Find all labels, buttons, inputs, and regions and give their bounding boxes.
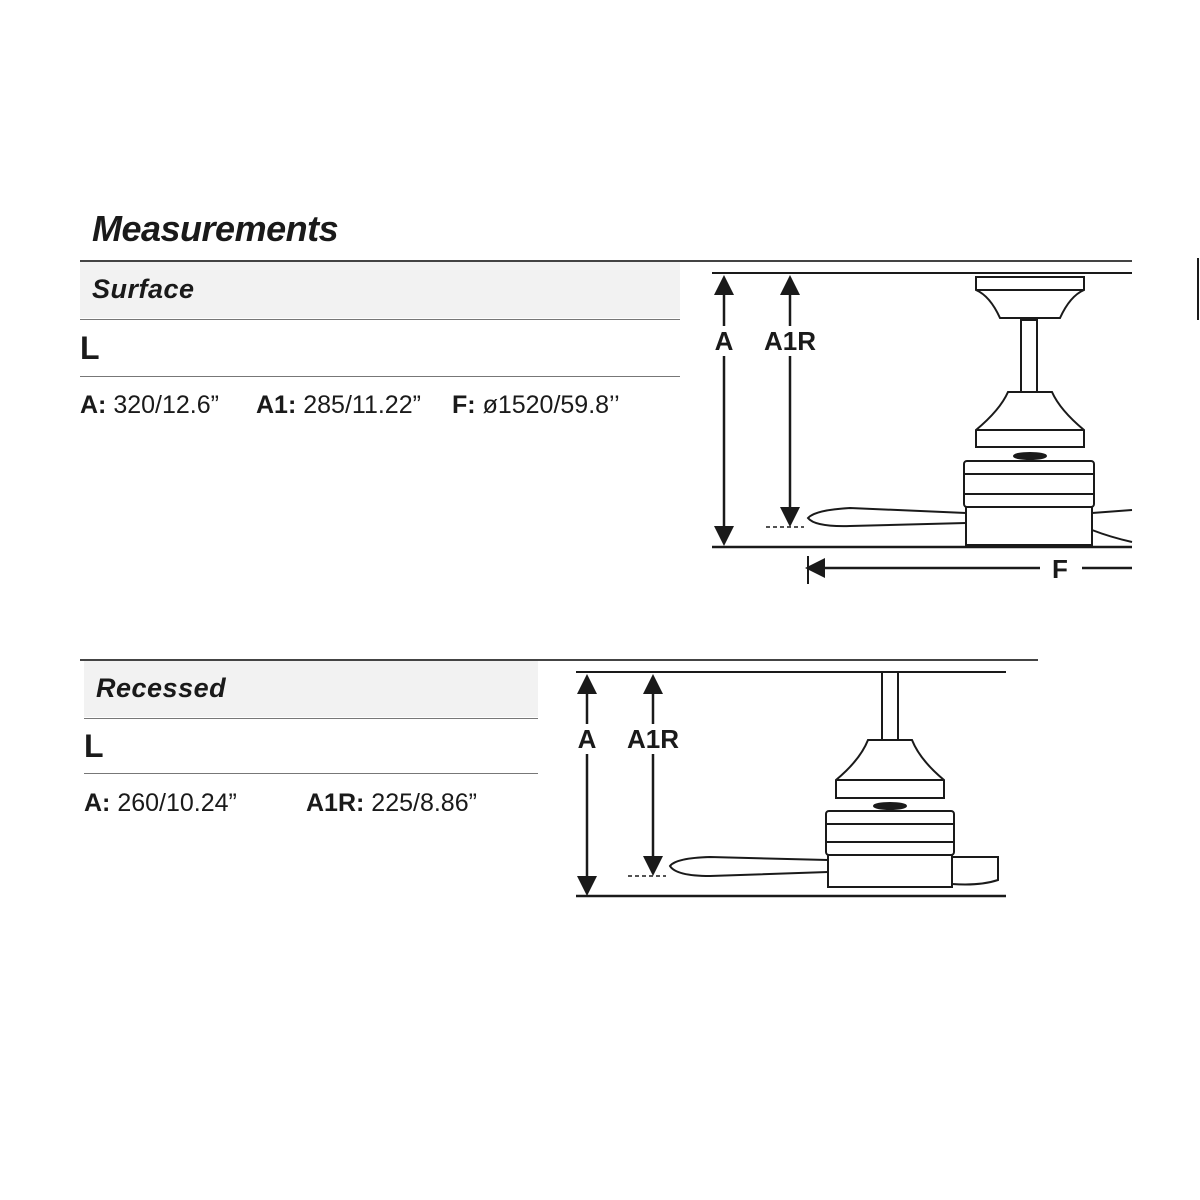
surface-measurement-f: F: ø1520/59.8’’ xyxy=(452,391,620,420)
measurement-value: 285/11.22” xyxy=(303,391,421,419)
dimension-a1r-label: A1R xyxy=(764,326,816,356)
recessed-fan-diagram xyxy=(576,671,1006,898)
measurement-key: A: xyxy=(84,789,111,817)
recessed-header-band xyxy=(84,661,538,717)
downrod xyxy=(1020,319,1038,393)
recessed-size-letter: L xyxy=(84,728,104,764)
light-kit xyxy=(827,854,953,888)
surface-section-label: Surface xyxy=(92,274,195,304)
motor-housing xyxy=(975,391,1085,448)
label-bg xyxy=(623,724,683,754)
measurement-value: 225/8.86” xyxy=(371,789,477,817)
surface-size-letter: L xyxy=(80,330,100,366)
recessed-measurement-a: A: 260/10.24” xyxy=(84,789,237,818)
dimension-f-label: F xyxy=(1052,554,1068,584)
dimension-a-label: A xyxy=(578,724,597,754)
measurement-key: A1: xyxy=(256,391,297,419)
section-top-rule xyxy=(80,260,1132,262)
light-kit xyxy=(965,506,1093,546)
page-title: Measurements xyxy=(92,208,339,249)
recessed-section-label: Recessed xyxy=(96,673,227,703)
dimension-a1r-label: A1R xyxy=(627,724,679,754)
label-bg xyxy=(571,724,603,754)
recessed-header-rule xyxy=(84,718,538,719)
blade-right xyxy=(1091,509,1133,543)
downrod xyxy=(881,671,899,741)
blade-left xyxy=(668,855,829,878)
measurement-value: 260/10.24” xyxy=(117,789,237,817)
recessed-measurement-a1r: A1R: 225/8.86” xyxy=(306,789,477,818)
motor-joint xyxy=(1013,452,1047,460)
blade-left xyxy=(806,506,967,528)
surface-size-rule xyxy=(80,376,680,377)
motor-body xyxy=(825,810,955,856)
surface-measurement-a1: A1: 285/11.22” xyxy=(256,391,421,420)
motor-joint xyxy=(873,802,907,810)
blade-right xyxy=(951,856,999,886)
label-bg xyxy=(760,326,820,356)
surface-header-rule xyxy=(80,319,680,320)
recessed-top-rule xyxy=(80,659,1038,661)
surface-fan-diagram xyxy=(712,258,1199,584)
motor-body xyxy=(963,460,1095,508)
measurement-value: ø1520/59.8’’ xyxy=(482,391,620,419)
measurement-key: A: xyxy=(80,391,107,419)
motor-housing xyxy=(835,739,945,799)
recessed-size-rule xyxy=(84,773,538,774)
measurement-key: A1R: xyxy=(306,789,365,817)
dimension-a-label: A xyxy=(715,326,734,356)
measurement-key: F: xyxy=(452,391,476,419)
surface-header-band xyxy=(80,262,680,318)
label-bg xyxy=(708,326,740,356)
surface-measurement-a: A: 320/12.6” xyxy=(80,391,219,420)
measurement-value: 320/12.6” xyxy=(113,391,219,419)
canopy xyxy=(975,276,1085,319)
